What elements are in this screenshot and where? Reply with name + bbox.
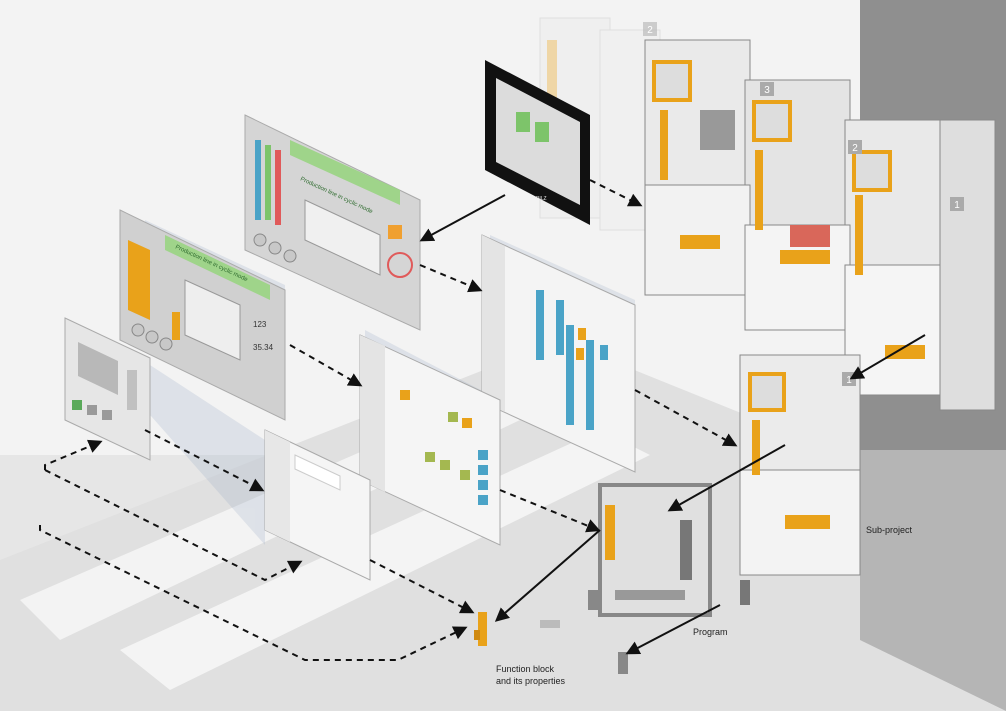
sub-project-machine: 1 — [739, 354, 861, 576]
function-block-label-line2: and its properties — [496, 676, 566, 686]
software-window-properties — [264, 429, 371, 581]
module-number-3: 3 — [764, 85, 770, 96]
hmi-screen-top: Production line in cyclic mode — [244, 114, 421, 331]
module-number-2: 2 — [852, 143, 858, 154]
hmi-value-a: 123 — [253, 320, 267, 329]
sub-project-number: 1 — [846, 375, 852, 386]
touch-panel: PILZ — [485, 60, 590, 225]
function-block — [474, 612, 487, 646]
module-number-1: 1 — [954, 200, 960, 211]
function-block-label-line1: Function block — [496, 664, 555, 674]
touch-panel-brand: PILZ — [536, 196, 547, 202]
solid-arrows — [419, 194, 926, 655]
hmi-value-b: 35.34 — [253, 343, 274, 352]
hmi-screen-middle: 123 35.34 Production line in cyclic mode — [119, 209, 286, 421]
sub-project-label: Sub-project — [866, 525, 913, 535]
software-window-function-plan — [359, 334, 501, 546]
program-label: Program — [693, 627, 728, 637]
program-frame — [540, 483, 750, 674]
dashed-arrows — [39, 179, 738, 661]
software-window-gantt — [481, 234, 636, 473]
module-number-2-faded: 2 — [647, 25, 653, 36]
production-line-machine: 3 2 1 2 — [643, 22, 996, 411]
hmi-screen-keypad — [64, 317, 151, 461]
